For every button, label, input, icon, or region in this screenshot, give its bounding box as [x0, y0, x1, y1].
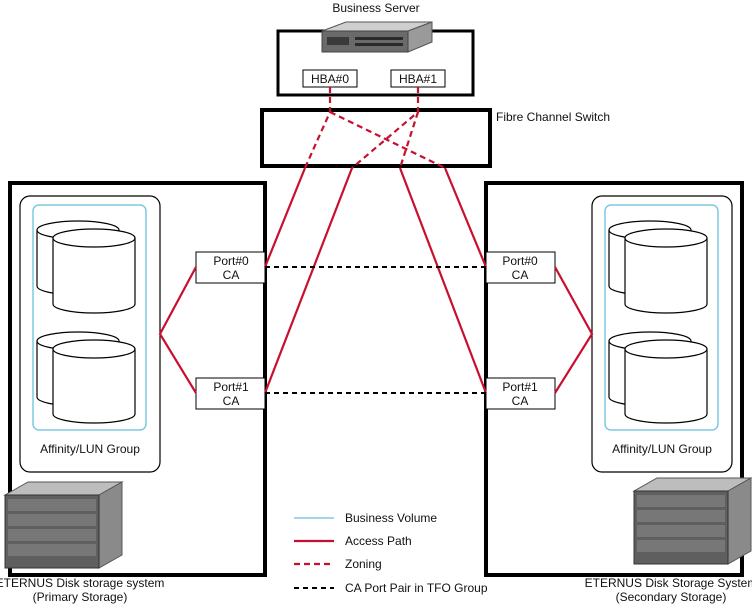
primary-port1-label: Port#1: [213, 380, 249, 394]
secondary-storage-device-icon: [632, 477, 752, 565]
primary-business-volume: [32, 204, 147, 431]
primary-port1-box: [195, 377, 266, 410]
secondary-port1-label: Port#1: [502, 380, 538, 394]
primary-volume-2-icon: [36, 331, 136, 424]
access-path-secondary-ports-group: [554, 266, 594, 394]
hba1-label: HBA#1: [399, 72, 437, 86]
secondary-group-label: Affinity/LUN Group: [612, 442, 712, 456]
legend-ca-port-pair-label: CA Port Pair in TFO Group: [345, 581, 488, 595]
secondary-volume-1-icon: [608, 220, 708, 314]
access-path-switch-primary-port1: [263, 167, 354, 394]
legend-zoning-label: Zoning: [345, 557, 382, 571]
primary-port1-ca: CA: [223, 394, 240, 408]
secondary-port1-ca: CA: [512, 394, 529, 408]
secondary-volume-2-icon: [608, 331, 708, 424]
access-path-switch-secondary-port1: [398, 167, 488, 394]
legend: Business Volume Access Path Zoning CA Po…: [294, 511, 488, 595]
fc-switch-box: [260, 108, 492, 168]
primary-port0-ca: CA: [223, 268, 240, 282]
secondary-caption-line1: ETERNUS Disk Storage System: [585, 576, 752, 590]
zoning-hba0-secondary-port0: [329, 111, 446, 169]
access-path-switch-primary-port0: [263, 167, 307, 268]
secondary-port0-ca: CA: [512, 268, 529, 282]
primary-storage-device-icon: [3, 481, 124, 569]
primary-port0-box: [195, 251, 266, 284]
server-icon: [321, 21, 433, 53]
primary-volume-1-icon: [36, 220, 136, 314]
primary-group-label: Affinity/LUN Group: [40, 442, 140, 456]
access-path-primary-ports-group: [158, 266, 197, 394]
access-path-switch-secondary-port0: [443, 167, 488, 268]
secondary-port0-label: Port#0: [502, 254, 538, 268]
secondary-business-volume: [604, 204, 719, 431]
primary-caption-line2: (Primary Storage): [33, 590, 128, 604]
secondary-port1-box: [485, 377, 556, 410]
hba0-label: HBA#0: [311, 72, 349, 86]
legend-business-volume-label: Business Volume: [345, 511, 437, 525]
legend-access-path-label: Access Path: [345, 534, 412, 548]
primary-port0-label: Port#0: [213, 254, 249, 268]
fc-switch-label: Fibre Channel Switch: [496, 110, 610, 124]
secondary-caption-line2: (Secondary Storage): [616, 590, 727, 604]
primary-caption-line1: ETERNUS Disk storage system: [0, 576, 164, 590]
server-title: Business Server: [332, 1, 419, 15]
